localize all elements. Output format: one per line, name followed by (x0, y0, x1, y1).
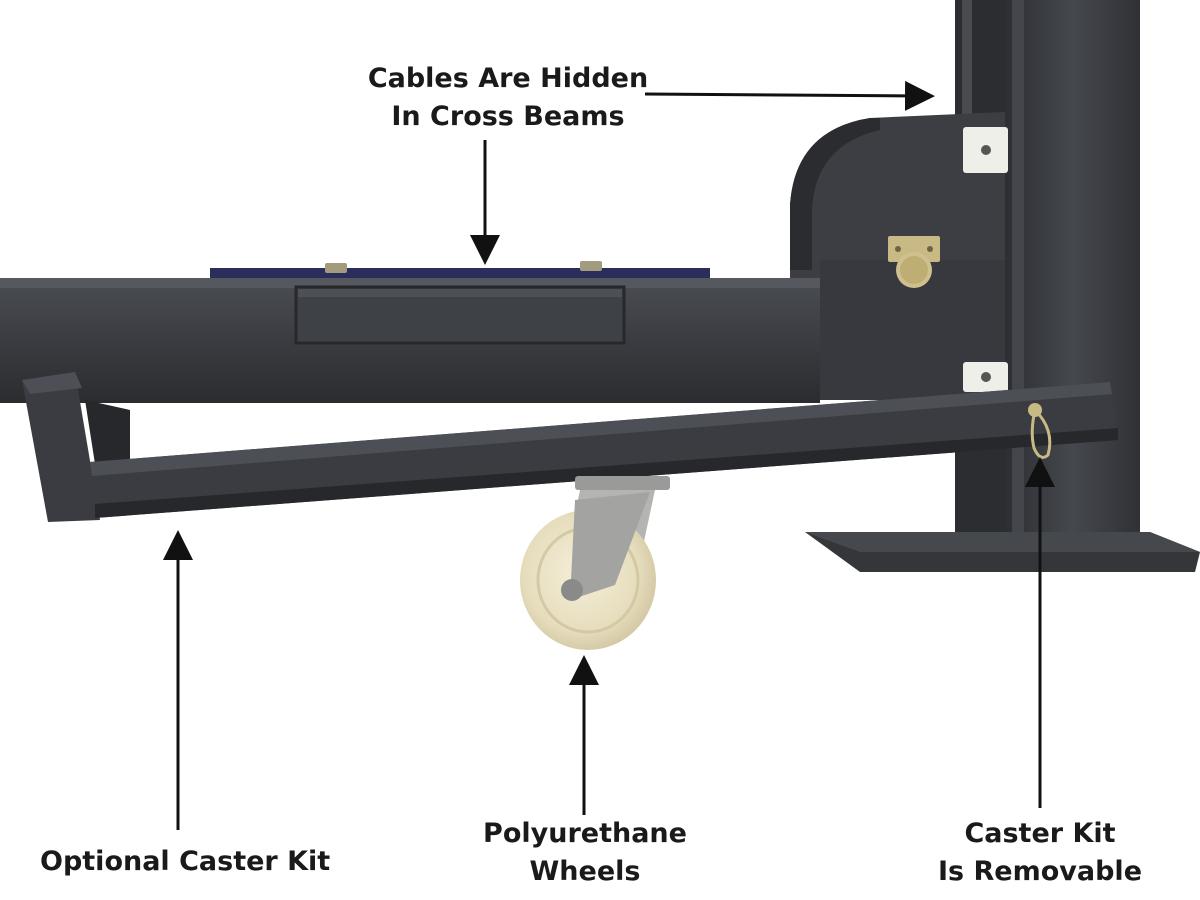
caster-arm (22, 372, 1118, 522)
callout-wheels-line1: Polyurethane (483, 818, 687, 849)
callout-optional-caster-line1: Optional Caster Kit (40, 846, 331, 877)
caster-wheel (520, 476, 670, 650)
callout-removable-line2: Is Removable (937, 856, 1143, 887)
callout-cables-line2: In Cross Beams (391, 101, 625, 132)
brass-bracket (888, 236, 940, 288)
carriage-housing (790, 112, 1005, 400)
arrow-cables-right (644, 80, 935, 111)
slide-pad-upper (963, 127, 1008, 173)
callout-optional-caster: Optional Caster Kit (40, 843, 330, 881)
callout-cables: Cables Are Hidden In Cross Beams (348, 60, 668, 136)
slide-pad-lower (963, 362, 1008, 392)
callout-cables-line1: Cables Are Hidden (367, 63, 649, 94)
callout-wheels-line2: Wheels (529, 856, 641, 887)
cross-beam (0, 261, 820, 403)
callout-wheels: Polyurethane Wheels (470, 815, 700, 891)
callout-removable-line1: Caster Kit (964, 818, 1116, 849)
base-plate (805, 532, 1200, 572)
callout-removable: Caster Kit Is Removable (930, 815, 1150, 891)
lynch-pin (1028, 403, 1052, 459)
